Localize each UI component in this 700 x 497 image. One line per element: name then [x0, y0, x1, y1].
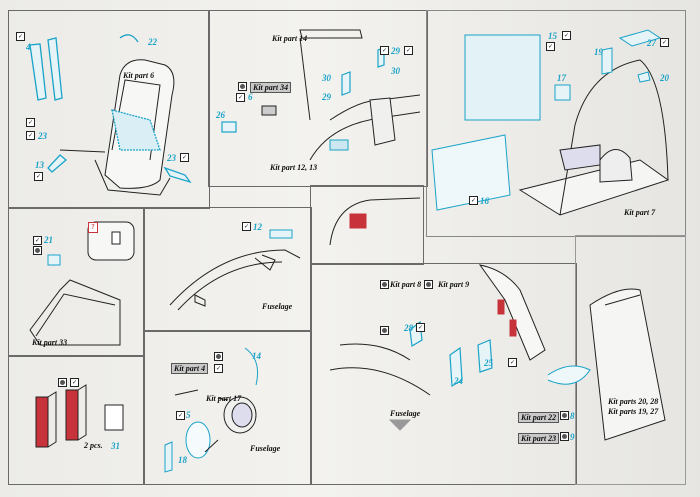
checkbox-icon: ✓ [16, 32, 25, 41]
paint-symbol-icon [58, 378, 67, 387]
paint-symbol-icon [560, 432, 569, 441]
part-number-6: 6 [248, 92, 253, 102]
checkbox-icon: ✓ [180, 153, 189, 162]
checkbox-icon: ✓ [469, 196, 478, 205]
part-number-28: 28 [404, 323, 413, 333]
part-number-15: 15 [548, 31, 557, 41]
checkbox-icon: ✓ [26, 131, 35, 140]
part-number-4: 4 [26, 42, 31, 52]
panel-detail-red [310, 185, 424, 265]
label-kit-part-6: Kit part 6 [123, 71, 155, 80]
checkbox-icon: ✓ [562, 31, 571, 40]
part-number-17: 17 [557, 73, 566, 83]
checkbox-icon: ✓ [660, 38, 669, 47]
label-kit-part-22: Kit part 22 [518, 412, 560, 423]
panel-windscreen [8, 207, 145, 357]
label-two-pieces: 2 pcs. [84, 441, 103, 450]
part-number-25: 25 [484, 358, 493, 368]
checkbox-icon: ✓ [236, 93, 245, 102]
panel-canopy-detail [575, 235, 686, 485]
label-fuselage-rail: Fuselage [262, 302, 293, 311]
part-number-19: 19 [594, 47, 603, 57]
label-kit-part-4: Kit part 4 [171, 363, 209, 374]
part-number-30: 30 [322, 73, 331, 83]
checkbox-icon: ✓ [508, 358, 517, 367]
part-number-21: 21 [44, 235, 53, 245]
part-number-12: 12 [253, 222, 262, 232]
label-kit-part-23: Kit part 23 [518, 433, 560, 444]
checkbox-icon: ✓ [380, 46, 389, 55]
part-number-23: 23 [38, 131, 47, 141]
panel-fuselage-rail [143, 207, 312, 332]
unknown-part-box: ? [88, 222, 98, 233]
checkbox-icon: ✓ [176, 411, 185, 420]
part-number-31: 31 [111, 441, 120, 451]
part-number-16: 16 [480, 196, 489, 206]
label-kit-part-33: Kit part 33 [32, 338, 68, 347]
label-kit-part-14: Kit part 14 [272, 34, 308, 43]
checkbox-icon: ✓ [70, 378, 79, 387]
paint-symbol-icon [238, 82, 247, 91]
label-kit-part-17: Kit part 17 [206, 394, 242, 403]
checkbox-icon: ✓ [404, 46, 413, 55]
checkbox-icon: ✓ [416, 323, 425, 332]
panel-seat [8, 10, 210, 209]
panel-console [208, 10, 428, 187]
checkbox-icon: ✓ [214, 364, 223, 373]
checkbox-icon: ✓ [546, 42, 555, 51]
label-kit-part-8: Kit part 8 [390, 280, 422, 289]
paint-symbol-icon [560, 411, 569, 420]
label-kit-part-12-13: Kit part 12, 13 [270, 163, 318, 172]
paint-symbol-icon [380, 326, 389, 335]
panel-panels [8, 355, 145, 485]
part-number-26: 26 [216, 110, 225, 120]
label-fuselage-hinge: Fuselage [390, 409, 421, 418]
paint-symbol-icon [33, 246, 42, 255]
part-number-20: 20 [660, 73, 669, 83]
paint-symbol-icon [424, 280, 433, 289]
checkbox-icon: ✓ [26, 118, 35, 127]
checkbox-icon: ✓ [242, 222, 251, 231]
part-number-22: 22 [148, 37, 157, 47]
part-number-23: 23 [167, 153, 176, 163]
label-kit-part-9: Kit part 9 [438, 280, 470, 289]
checkbox-icon: ✓ [33, 236, 42, 245]
panel-canopy-frame [426, 10, 686, 237]
part-number-13: 13 [35, 160, 44, 170]
label-fuselage-intake: Fuselage [250, 444, 281, 453]
part-number-5: 5 [186, 410, 191, 420]
part-number-27: 27 [647, 38, 656, 48]
checkbox-icon: ✓ [34, 172, 43, 181]
part-number-8: 8 [570, 411, 575, 421]
label-kit-part-7: Kit part 7 [624, 208, 656, 217]
part-number-30: 30 [391, 66, 400, 76]
part-number-24: 24 [454, 376, 463, 386]
part-number-14: 14 [252, 351, 261, 361]
label-kit-parts-20-28: Kit parts 20, 28 [608, 397, 659, 406]
paint-symbol-icon [380, 280, 389, 289]
part-number-9: 9 [570, 432, 575, 442]
part-number-18: 18 [178, 455, 187, 465]
part-number-29: 29 [391, 46, 400, 56]
part-number-29: 29 [322, 92, 331, 102]
panel-intake [143, 330, 312, 485]
label-kit-part-34: Kit part 34 [250, 82, 292, 93]
paint-symbol-icon [214, 352, 223, 361]
label-kit-parts-19-27: Kit parts 19, 27 [608, 407, 659, 416]
